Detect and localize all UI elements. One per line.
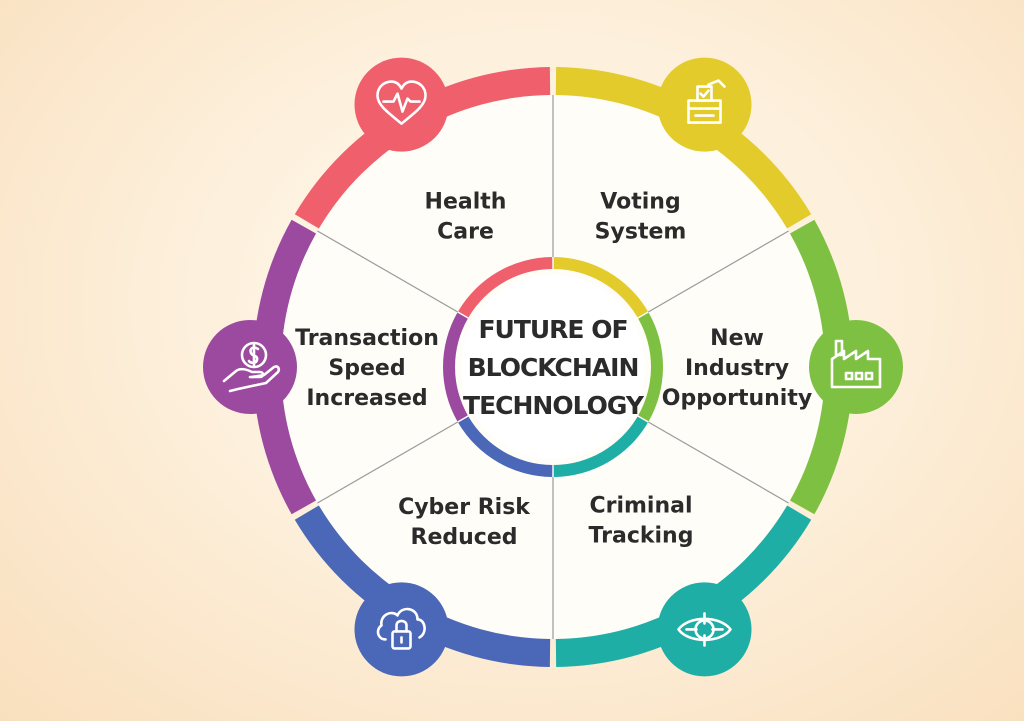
inner-ring-segment-transaction-speed-increased xyxy=(442,312,468,422)
criminal-tracking-label-line-1: Criminal xyxy=(589,493,692,518)
center-circle: FUTURE OF BLOCKCHAIN TECHNOLOGY xyxy=(461,275,646,459)
health-care-label-line-1: Health xyxy=(425,189,507,214)
center-disc xyxy=(461,275,645,459)
health-care-label-line-2: Care xyxy=(437,219,494,244)
transaction-speed-increased-label-line-1: Transaction xyxy=(295,326,439,351)
voting-system-icon-badge xyxy=(657,57,752,152)
inner-ring xyxy=(442,257,663,477)
criminal-tracking-label-line-2: Tracking xyxy=(589,523,694,548)
divider-line xyxy=(647,421,789,504)
criminal-tracking-icon-badge xyxy=(657,582,752,677)
inner-ring-segment-voting-system xyxy=(553,257,648,318)
inner-ring-segment-new-industry-opportunity xyxy=(638,312,663,422)
voting-system-label-line-2: System xyxy=(595,219,687,244)
inner-ring-segment-health-care xyxy=(458,257,553,318)
segment-icons xyxy=(203,57,903,677)
center-title-line-1: FUTURE OF xyxy=(478,315,627,344)
voting-system-label-line-1: Voting xyxy=(600,189,680,214)
factory-icon xyxy=(809,320,903,414)
transaction-speed-increased-label-line-3: Increased xyxy=(306,386,427,411)
hand-coin-icon xyxy=(203,320,297,414)
inner-ring-segment-cyber-risk-reduced xyxy=(458,416,553,477)
ring-segment-transaction-speed-increased xyxy=(253,219,317,515)
new-industry-opportunity-label-line-1: New xyxy=(710,326,764,351)
cyber-risk-reduced-label-line-2: Reduced xyxy=(411,525,518,550)
divider-line xyxy=(317,230,459,313)
new-industry-opportunity-icon-badge xyxy=(809,320,903,414)
eye-target-icon xyxy=(657,582,752,677)
center-title-line-3: TECHNOLOGY xyxy=(463,391,645,420)
new-industry-opportunity-label-line-3: Opportunity xyxy=(662,386,812,411)
cloud-lock-icon xyxy=(354,582,449,677)
transaction-speed-increased-label-line-2: Speed xyxy=(328,356,405,381)
divider-lines xyxy=(317,95,789,639)
divider-line xyxy=(647,230,789,313)
cyber-risk-reduced-icon-badge xyxy=(354,582,449,677)
heart-pulse-icon xyxy=(354,57,449,152)
ballot-box-icon xyxy=(657,57,752,152)
inner-ring-segment-criminal-tracking xyxy=(553,416,648,477)
new-industry-opportunity-label-line-2: Industry xyxy=(685,356,789,381)
divider-line xyxy=(317,421,459,504)
center-title-line-2: BLOCKCHAIN xyxy=(468,353,639,382)
cyber-risk-reduced-label-line-1: Cyber Risk xyxy=(398,495,531,520)
ring-segment-new-industry-opportunity xyxy=(789,219,853,515)
